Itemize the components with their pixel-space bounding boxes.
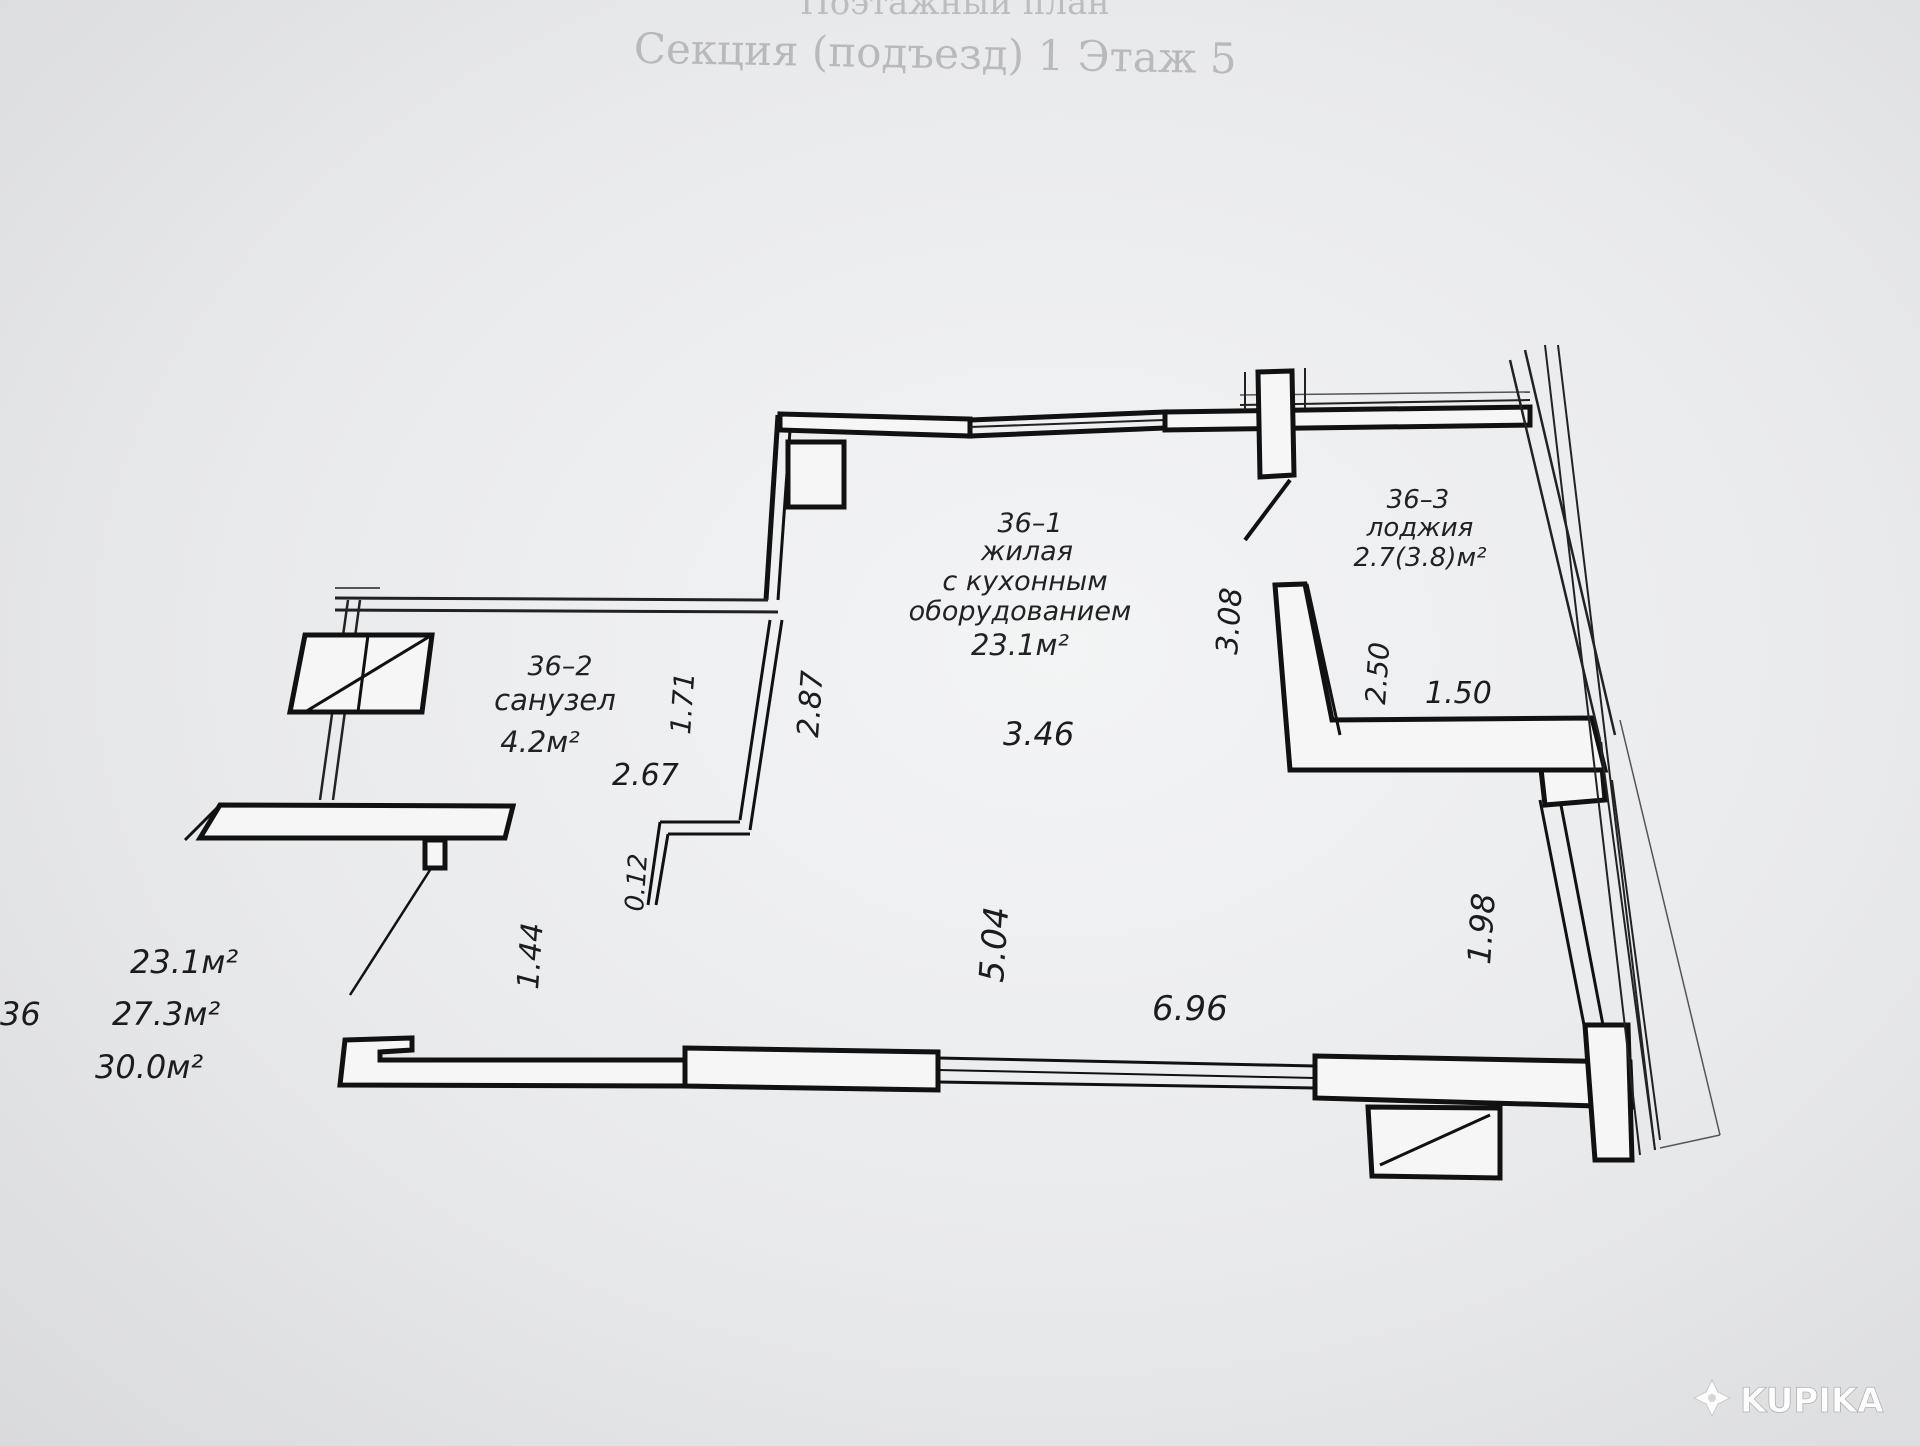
summary-area-living: 23.1м² xyxy=(130,943,238,981)
door-swing-line-bath xyxy=(348,869,432,996)
header-section-floor: Секция (подъезд) 1 Этаж 5 xyxy=(633,24,1237,84)
bottom-wall-right xyxy=(1312,1053,1635,1110)
room-name-bathroom: санузел xyxy=(494,683,616,717)
apartment-number: 36 xyxy=(0,995,41,1033)
room-loggia-label: 36–3 лоджия 2.7(3.8)м² xyxy=(1353,485,1486,573)
ventilation-duct xyxy=(785,439,847,510)
top-wall-left xyxy=(777,411,973,439)
dim-2-50: 2.50 xyxy=(1359,641,1396,705)
door-swing-line xyxy=(1243,478,1292,542)
dim-0-12: 0.12 xyxy=(620,853,654,913)
top-wall-right xyxy=(1162,404,1533,433)
room-area-loggia: 2.7(3.8)м² xyxy=(1353,543,1486,573)
room-name-living-1: жилая xyxy=(980,536,1073,567)
dimensions: 3.08 2.50 1.50 1.71 2.87 2.67 3.46 0.12 … xyxy=(511,586,1503,1029)
header-title: Поэтажный план xyxy=(800,0,1110,23)
dim-3-46: 3.46 xyxy=(1003,715,1074,753)
room-id-loggia: 36–3 xyxy=(1387,485,1450,515)
room-area-bathroom: 4.2м² xyxy=(500,725,580,759)
dim-1-71: 1.71 xyxy=(664,671,701,735)
room-id-living: 36–1 xyxy=(997,508,1062,539)
dim-1-44: 1.44 xyxy=(511,921,551,990)
bottom-window-frame xyxy=(682,1045,941,1093)
room-bathroom-label: 36–2 санузел 4.2м² xyxy=(494,651,616,759)
room-living-label: 36–1 жилая с кухонным оборудованием 23.1… xyxy=(909,508,1132,662)
dim-3-08: 3.08 xyxy=(1210,586,1250,655)
dim-6-96: 6.96 xyxy=(1152,989,1228,1029)
room-name-loggia: лоджия xyxy=(1366,513,1473,543)
dim-2-67: 2.67 xyxy=(612,758,679,793)
area-summary: 36 23.1м² 27.3м² 30.0м² xyxy=(0,943,238,1086)
bottom-box xyxy=(1365,1104,1503,1181)
summary-area-with-loggia: 30.0м² xyxy=(95,1048,203,1086)
dim-2-87: 2.87 xyxy=(791,669,831,738)
kupika-logo-icon xyxy=(1692,1378,1732,1418)
room-area-living: 23.1м² xyxy=(971,628,1069,662)
loggia-inner-wall xyxy=(1272,581,1609,773)
kupika-watermark: KUPIKA xyxy=(1692,1378,1885,1421)
column-top xyxy=(1255,368,1297,480)
room-name-living-3: оборудованием xyxy=(909,596,1132,627)
wall-stub xyxy=(422,837,448,871)
summary-area-total: 27.3м² xyxy=(112,995,220,1033)
watermark-text: KUPIKA xyxy=(1740,1381,1884,1421)
bottom-wall-left xyxy=(337,1035,693,1089)
dim-5-04: 5.04 xyxy=(972,905,1017,983)
shaft-box xyxy=(286,632,435,715)
room-name-living-2: с кухонным xyxy=(942,566,1107,597)
bathroom-bottom-wall xyxy=(195,802,517,841)
room-id-bathroom: 36–2 xyxy=(527,651,592,682)
dim-1-98: 1.98 xyxy=(1460,892,1503,966)
dim-1-50: 1.50 xyxy=(1425,676,1492,711)
walls xyxy=(183,344,1721,1181)
corner-column xyxy=(1582,1022,1635,1163)
